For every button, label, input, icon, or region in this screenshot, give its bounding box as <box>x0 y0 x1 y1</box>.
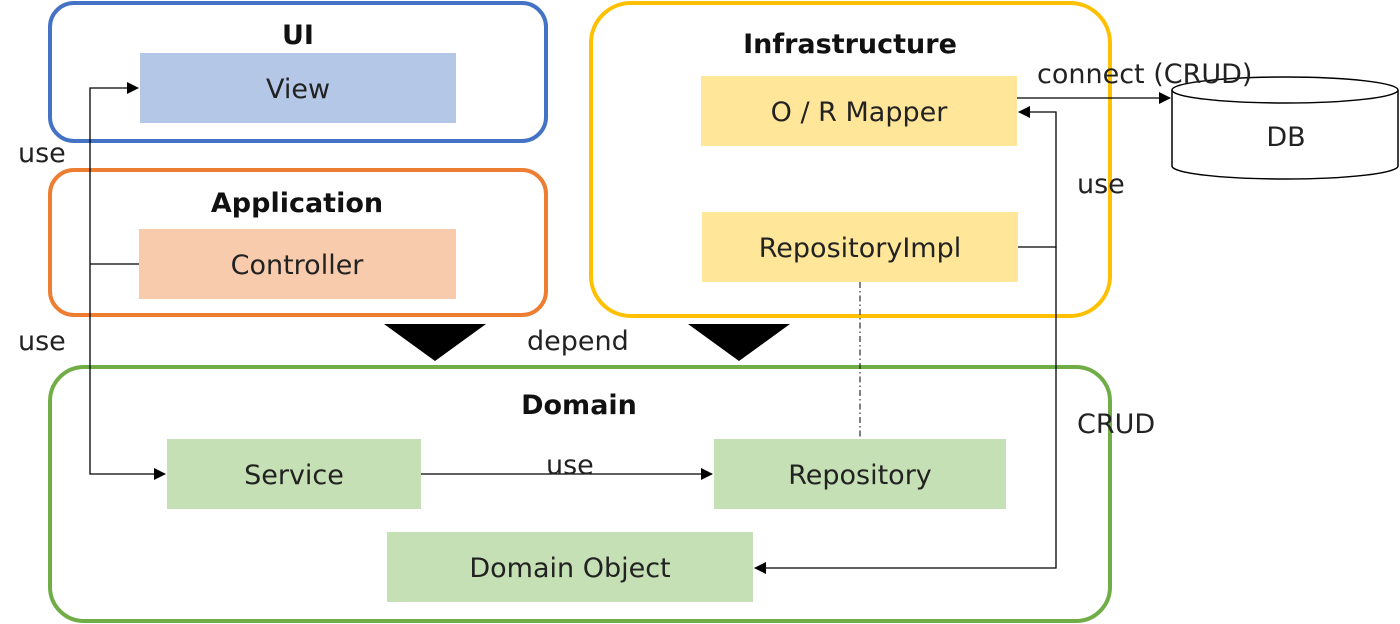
or-mapper-node <box>701 76 1017 146</box>
impl-to-mapper-arrow <box>1018 106 1057 248</box>
infrastructure-layer-box <box>589 1 1112 318</box>
domain-layer-box <box>48 365 1112 623</box>
use-label-view: use <box>18 138 66 169</box>
repository-label: Repository <box>788 460 932 491</box>
repository-impl-node <box>702 212 1018 282</box>
or-mapper-label: O / R Mapper <box>771 97 949 128</box>
use-label-service-repository: use <box>546 450 594 481</box>
service-label: Service <box>244 460 344 491</box>
use-label-infra: use <box>1077 169 1125 200</box>
service-node <box>167 439 421 509</box>
connect-label: connect (CRUD) <box>1037 59 1252 90</box>
view-node <box>140 53 456 123</box>
controller-to-view-arrow <box>89 82 139 264</box>
domain-object-node <box>387 532 753 602</box>
db-label: DB <box>1266 122 1305 153</box>
infrastructure-layer-title: Infrastructure <box>743 29 957 60</box>
depend-triangle-left <box>384 324 486 361</box>
controller-label: Controller <box>231 250 365 281</box>
controller-node <box>139 229 456 299</box>
ui-layer-title: UI <box>282 20 314 51</box>
controller-to-service-arrow <box>89 264 166 480</box>
crud-label: CRUD <box>1077 409 1155 440</box>
depend-triangle-right <box>688 324 790 361</box>
view-label: View <box>266 74 330 105</box>
use-label-service: use <box>18 326 66 357</box>
domain-layer-title: Domain <box>521 390 637 421</box>
repository-node <box>714 439 1006 509</box>
application-layer-box <box>48 168 548 317</box>
ui-layer-box <box>48 1 548 143</box>
application-layer-title: Application <box>211 188 383 219</box>
repository-impl-label: RepositoryImpl <box>759 233 961 264</box>
impl-to-domain-object-arrow <box>754 247 1057 574</box>
domain-object-label: Domain Object <box>469 553 670 584</box>
depend-label: depend <box>527 326 629 357</box>
db-cylinder <box>1171 76 1399 180</box>
